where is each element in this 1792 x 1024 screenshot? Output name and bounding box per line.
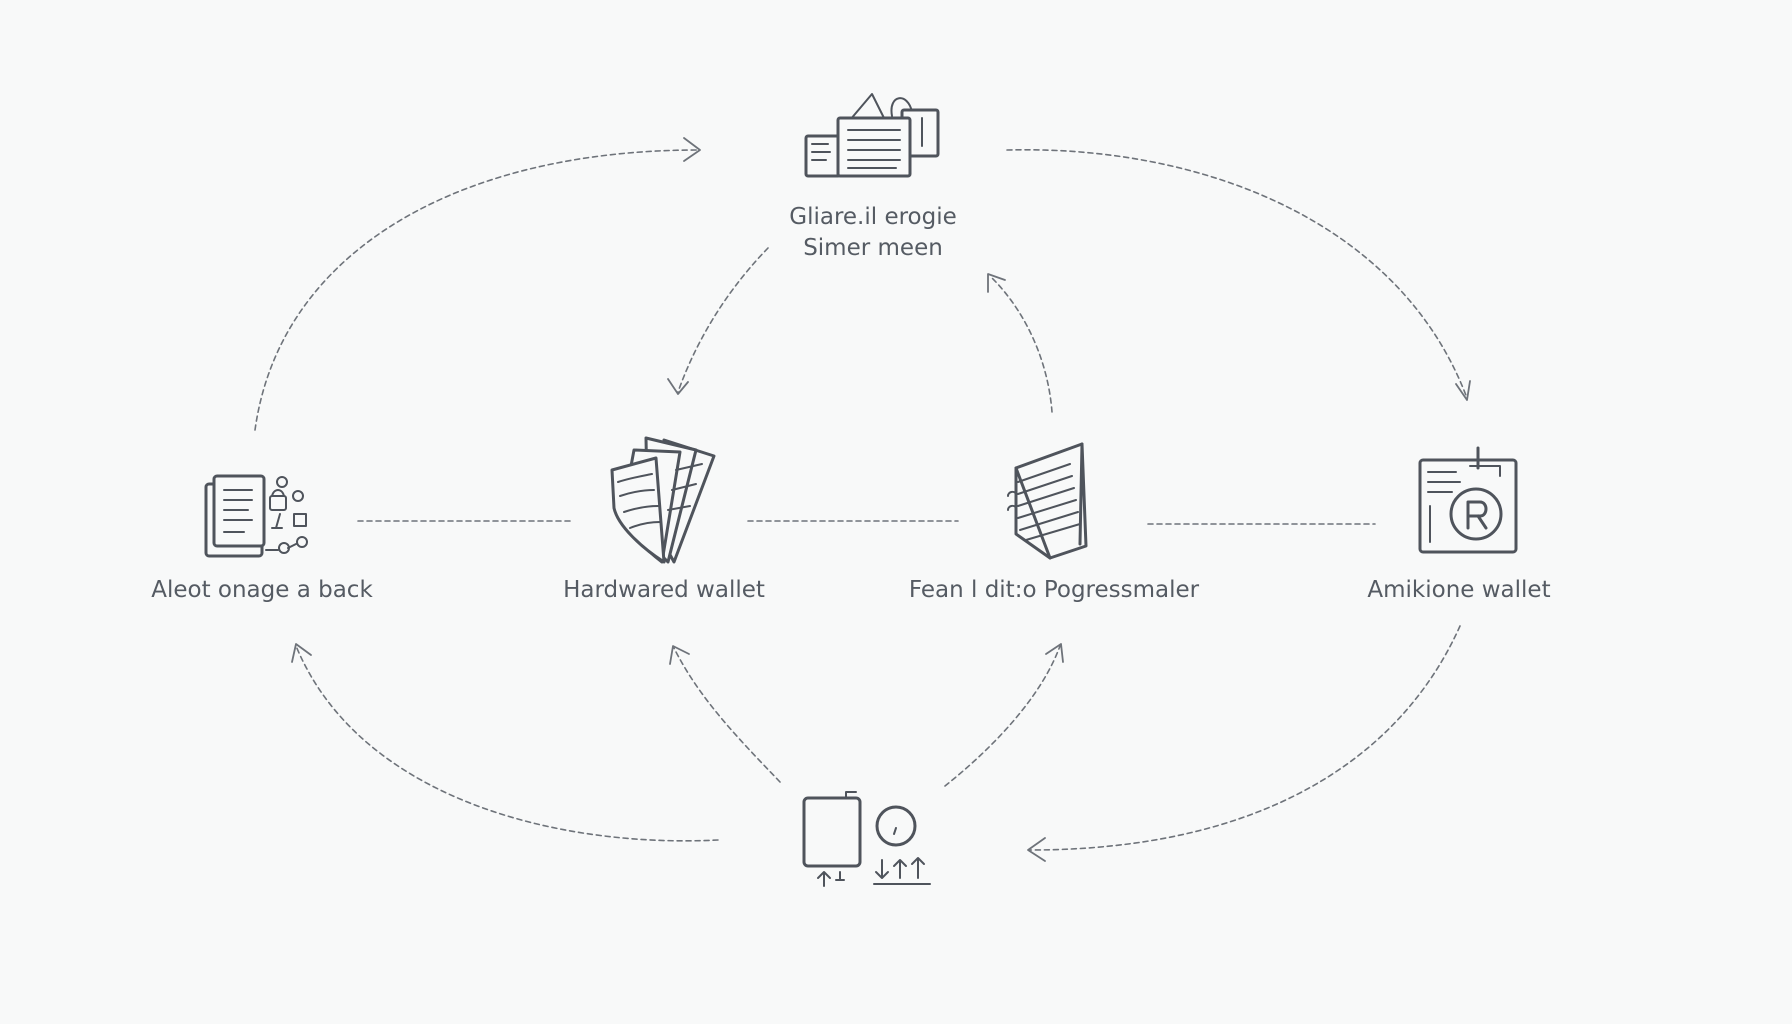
node-label-center-right-line-1: Fean l dit:o Pogressmaler [908,577,1200,603]
paper-fan-icon [606,430,718,566]
documents-stack-icon [800,88,942,180]
edge-bottom-to-centerright [944,645,1061,787]
edge-bottom-to-centerright-arrowhead [1045,643,1064,663]
edge-bottom-to-hardware-arrowhead [669,645,690,665]
edge-top-to-right-arrowhead [1455,380,1471,401]
open-book-icon [1006,440,1090,562]
device-transfer-icon [800,788,936,888]
node-label-top: Gliare.il erogie Simer meen [789,202,957,264]
edge-left-to-top [254,149,699,431]
edge-top-to-hardware-arrowhead [667,378,689,395]
edge-top-to-hardware [677,247,769,393]
edge-bottom-to-left [295,645,719,842]
node-label-top-line-2: Simer meen [803,235,943,261]
node-label-top-line-1: Gliare.il erogie [789,204,957,230]
edge-top-to-right [1006,148,1468,399]
node-label-right-line-1: Amikione wallet [1367,577,1551,603]
node-label-right: Amikione wallet [1367,575,1550,606]
edge-centerright-to-top-arrowhead [987,273,1006,293]
edge-right-to-bottom [1029,625,1461,851]
node-label-left: Aleot onage a back [151,575,373,606]
node-label-center-right: Fean l dit:o Pogressmaler [909,575,1199,606]
edge-centerright-to-top [989,275,1053,413]
node-label-left-line-1: Aleot onage a back [151,577,373,603]
edge-left-to-top-arrowhead [683,137,701,162]
edge-right-to-bottom-arrowhead [1027,837,1046,862]
node-label-hardware: Hardwared wallet [563,575,765,606]
node-label-hardware-line-1: Hardwared wallet [563,577,765,603]
document-keys-icon [202,470,314,562]
locked-device-icon [1416,446,1520,556]
edge-bottom-to-hardware [673,647,781,783]
edge-bottom-to-left-arrowhead [291,643,312,663]
